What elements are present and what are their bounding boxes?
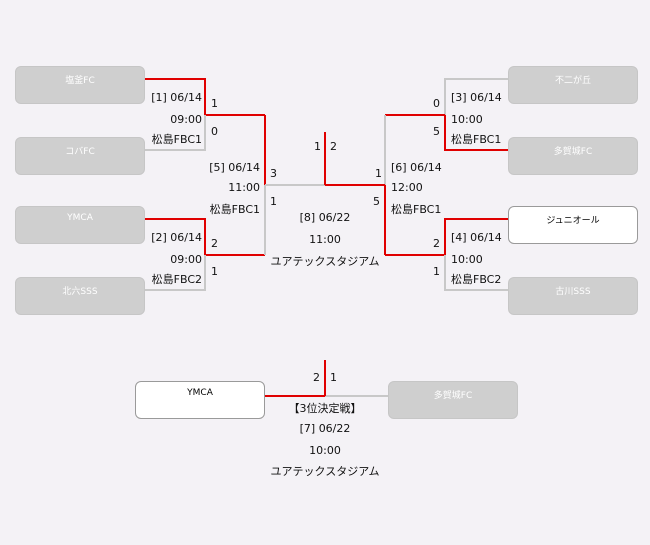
match-venue: 松島FBC1: [209, 203, 260, 216]
team-box[interactable]: 塩釜FC: [15, 66, 145, 104]
match-score: 2: [211, 237, 218, 250]
match-score: 0: [211, 125, 218, 138]
match-score: 2: [330, 140, 337, 153]
line-t7-winner: [385, 218, 508, 256]
match-date: [8] 06/22: [299, 211, 351, 224]
match-date: [4] 06/14: [451, 231, 502, 244]
match-score: 5: [373, 195, 380, 208]
match-date: [1] 06/14: [151, 91, 202, 104]
match-score: 1: [211, 265, 218, 278]
team-box[interactable]: YMCA: [15, 206, 145, 244]
match-score: 1: [314, 140, 321, 153]
match-score: 1: [270, 195, 277, 208]
team-box[interactable]: 不二が丘: [508, 66, 638, 104]
team-name: 多賀城FC: [433, 391, 473, 401]
match-date: [6] 06/14: [391, 161, 442, 174]
match-time: 10:00: [451, 113, 483, 126]
line-t3-winner: [145, 218, 265, 256]
match-date: [3] 06/14: [451, 91, 502, 104]
line-t2-loser: [145, 115, 206, 151]
team-name: 北六SSS: [62, 287, 98, 297]
team-name: YMCA: [187, 388, 213, 398]
match-score: 1: [433, 265, 440, 278]
team-box-champion[interactable]: ジュニオール: [508, 206, 638, 244]
match-score: 5: [433, 125, 440, 138]
team-box[interactable]: 多賀城FC: [388, 381, 518, 419]
team-box[interactable]: 古川SSS: [508, 277, 638, 315]
team-box[interactable]: 北六SSS: [15, 277, 145, 315]
match-time: 11:00: [309, 233, 341, 246]
match-time: 09:00: [170, 253, 202, 266]
team-name: YMCA: [67, 213, 93, 223]
line-t8-loser: [444, 255, 508, 291]
match-date: [2] 06/14: [151, 231, 202, 244]
match-score: 1: [375, 167, 382, 180]
match-score: 3: [270, 167, 277, 180]
match-time: 11:00: [228, 181, 260, 194]
team-box-third-place[interactable]: YMCA: [135, 381, 265, 419]
line-t4-loser: [145, 255, 206, 291]
team-name: コバFC: [65, 147, 95, 157]
line-t6-winner: [444, 115, 508, 151]
team-name: 不二が丘: [554, 76, 591, 86]
match-venue: ユアテックスタジアム: [270, 255, 380, 268]
match-score: 1: [211, 97, 218, 110]
team-name: 塩釜FC: [65, 76, 95, 86]
team-box[interactable]: コバFC: [15, 137, 145, 175]
match-date: [7] 06/22: [299, 422, 351, 435]
match-title: 【3位決定戦】: [288, 402, 362, 415]
match-score: 1: [330, 371, 337, 384]
match-score: 2: [433, 237, 440, 250]
team-name: ジュニオール: [546, 216, 600, 226]
match-venue: ユアテックスタジアム: [270, 465, 380, 478]
line-t1-winner: [145, 78, 265, 116]
team-box[interactable]: 多賀城FC: [508, 137, 638, 175]
match-venue: 松島FBC1: [451, 133, 502, 146]
match-time: 09:00: [170, 113, 202, 126]
match-venue: 松島FBC2: [151, 273, 202, 286]
match-venue: 松島FBC2: [451, 273, 502, 286]
team-name: 古川SSS: [555, 287, 591, 297]
match-venue: 松島FBC1: [151, 133, 202, 146]
match-time: 10:00: [309, 444, 341, 457]
match-venue: 松島FBC1: [391, 203, 442, 216]
team-name: 多賀城FC: [553, 147, 593, 157]
match-time: 10:00: [451, 253, 483, 266]
match-score: 0: [433, 97, 440, 110]
match-time: 12:00: [391, 181, 423, 194]
match-date: [5] 06/14: [209, 161, 260, 174]
match-score: 2: [313, 371, 320, 384]
